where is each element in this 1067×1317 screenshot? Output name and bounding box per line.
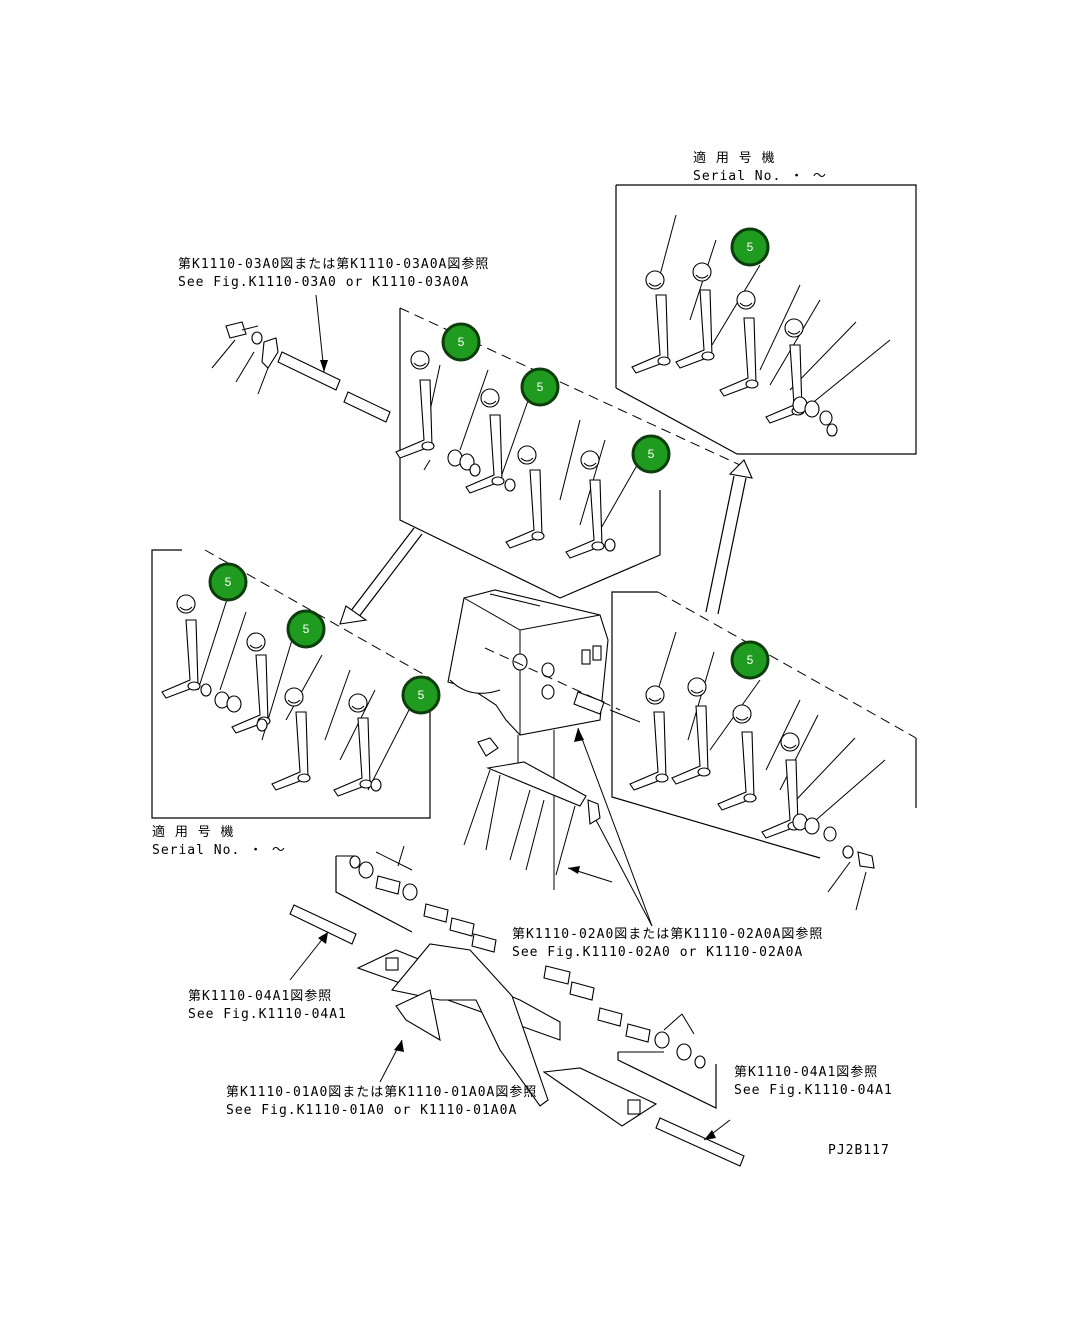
part-badge[interactable]: 5 [730,227,770,267]
serial-left-ja: 適 用 号 機 [152,824,234,840]
callout-top-left: 第K1110-03A0図または第K1110-03A0A図参照 See Fig.K… [178,256,489,290]
callout-bottom-en: See Fig.K1110-01A0 or K1110-01A0A [226,1103,517,1118]
arrow-up [705,459,753,615]
svg-text:5: 5 [747,240,754,254]
callout-mid-right: 第K1110-02A0図または第K1110-02A0A図参照 See Fig.K… [512,926,823,960]
bracket-assembly [289,845,745,1167]
part-badge[interactable]: 5 [631,434,671,474]
callout-mid-right-en: See Fig.K1110-02A0 or K1110-02A0A [512,945,803,960]
callout-right: 第K1110-04A1図参照 See Fig.K1110-04A1 [734,1064,893,1098]
callout-left: 第K1110-04A1図参照 See Fig.K1110-04A1 [188,988,347,1022]
part-badge[interactable]: 5 [401,675,441,715]
callout-right-en: See Fig.K1110-04A1 [734,1083,893,1098]
part-badge[interactable]: 5 [520,367,560,407]
callout-left-ja: 第K1110-04A1図参照 [188,988,332,1004]
link-rod-assembly [211,294,391,423]
callout-right-ja: 第K1110-04A1図参照 [734,1064,878,1080]
svg-text:5: 5 [458,335,465,349]
callout-mid-right-ja: 第K1110-02A0図または第K1110-02A0A図参照 [512,926,823,942]
arrow-down-left [339,527,423,625]
part-badge[interactable]: 5 [286,609,326,649]
svg-text:5: 5 [225,575,232,589]
cover-assembly [463,737,613,883]
panel-middle-top [395,307,741,599]
svg-text:5: 5 [303,622,310,636]
callout-left-en: See Fig.K1110-04A1 [188,1007,347,1022]
serial-left-en: Serial No. ・ ～ [152,843,286,858]
part-badge[interactable]: 5 [441,322,481,362]
serial-top-ja: 適 用 号 機 [693,150,775,166]
part-badge[interactable]: 5 [208,562,248,602]
callout-top-left-en: See Fig.K1110-03A0 or K1110-03A0A [178,275,469,290]
console-body [447,589,641,890]
callout-top-left-ja: 第K1110-03A0図または第K1110-03A0A図参照 [178,256,489,272]
panel-left: 適 用 号 機 Serial No. ・ ～ [151,549,431,858]
panel-top-right: 適 用 号 機 Serial No. ・ ～ [615,150,917,455]
bolt-right [827,845,875,911]
svg-text:5: 5 [648,447,655,461]
part-badge[interactable]: 5 [730,640,770,680]
callout-bottom: 第K1110-01A0図または第K1110-01A0A図参照 See Fig.K… [226,1084,537,1118]
svg-text:5: 5 [537,380,544,394]
svg-text:5: 5 [747,653,754,667]
callout-bottom-ja: 第K1110-01A0図または第K1110-01A0A図参照 [226,1084,537,1100]
svg-text:5: 5 [418,688,425,702]
panel-right [611,591,917,859]
serial-top-en: Serial No. ・ ～ [693,169,827,184]
drawing-code: PJ2B117 [828,1143,890,1158]
